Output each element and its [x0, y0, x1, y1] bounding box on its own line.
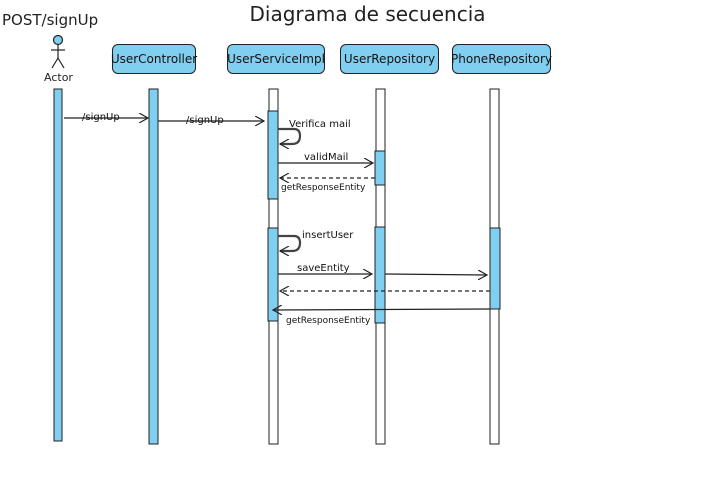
- participant-phonerepository: PhoneRepository: [451, 44, 552, 74]
- activation-phonerepo: [489, 227, 501, 310]
- message-arrow-phone: [384, 274, 487, 275]
- self-call-insertuser: [278, 234, 302, 251]
- participant-userserviceimpl: UserServiceImpl: [227, 44, 325, 74]
- message-label-getresponse-1: getResponseEntity: [281, 183, 366, 193]
- activation-service-1: [267, 110, 279, 200]
- message-label-getresponse-2: getResponseEntity: [286, 316, 371, 326]
- message-label-insertuser: insertUser: [302, 230, 354, 241]
- lifeline-usercontroller: [148, 88, 159, 445]
- message-label-saveentity: saveEntity: [297, 263, 350, 274]
- message-label-signup-1: /signUp: [82, 112, 120, 123]
- participant-usercontroller: UserController: [111, 44, 197, 74]
- actor-label: Actor: [44, 71, 73, 84]
- activation-service-2: [267, 227, 279, 322]
- message-label-validmail: validMail: [304, 152, 349, 163]
- self-call-verifica: [278, 127, 302, 144]
- return-arrow-3: [273, 309, 491, 310]
- participant-userrepository: UserRepository: [340, 44, 439, 74]
- activation-userrepo-2: [374, 226, 386, 324]
- lifeline-actor: [53, 88, 63, 442]
- message-label-signup-2: /signUp: [186, 115, 224, 126]
- frame-label: POST/signUp: [2, 11, 99, 29]
- message-label-verifica: Verifica mail: [289, 119, 351, 130]
- actor-icon: [51, 34, 65, 69]
- activation-userrepo-1: [374, 150, 386, 186]
- diagram-title: Diagrama de secuencia: [249, 2, 486, 26]
